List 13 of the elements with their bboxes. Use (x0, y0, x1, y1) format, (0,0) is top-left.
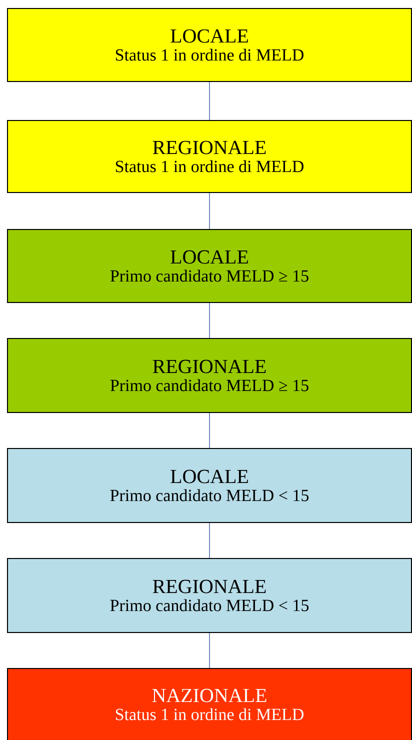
connector-line (209, 632, 210, 668)
connector-line (209, 412, 210, 448)
connector-line (209, 522, 210, 558)
process-box: REGIONALE Status 1 in ordine di MELD (7, 120, 412, 193)
process-box: LOCALE Status 1 in ordine di MELD (7, 8, 412, 82)
process-box: LOCALE Primo candidato MELD ≥ 15 (7, 229, 412, 303)
process-box: NAZIONALE Status 1 in ordine di MELD (7, 668, 412, 740)
connector-line (209, 82, 210, 120)
connector-line (209, 302, 210, 338)
process-box: REGIONALE Primo candidato MELD ≥ 15 (7, 338, 412, 413)
connector-line (209, 192, 210, 230)
process-box: LOCALE Primo candidato MELD < 15 (7, 448, 412, 523)
process-box: REGIONALE Primo candidato MELD < 15 (7, 558, 412, 633)
